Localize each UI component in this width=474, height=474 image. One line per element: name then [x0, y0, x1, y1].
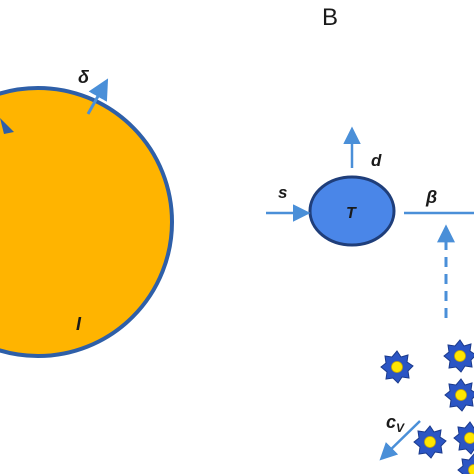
panel-label: B — [322, 4, 338, 31]
virion-icon — [444, 378, 474, 412]
virus-clearance-label: cV — [386, 412, 405, 435]
target-production-label: s — [278, 183, 287, 202]
infected-cell-label: I — [76, 314, 82, 334]
virion-icon — [457, 453, 474, 474]
infected-cell-icon — [0, 86, 174, 358]
infected-death-arrow — [86, 78, 109, 115]
infection-rate-label: β — [425, 187, 437, 207]
virion-icon — [443, 339, 474, 373]
virus-clearance-base: c — [386, 412, 396, 432]
virion-icon — [453, 421, 474, 455]
target-death-label: d — [371, 151, 382, 170]
virions — [380, 339, 474, 474]
infected-death-label: δ — [78, 67, 90, 87]
virion-icon — [380, 350, 414, 384]
target-cell-label: T — [346, 205, 357, 222]
virus-clearance-subscript: V — [396, 421, 405, 435]
virus-clearance-arrow — [379, 420, 421, 461]
virion-icon — [413, 425, 447, 459]
